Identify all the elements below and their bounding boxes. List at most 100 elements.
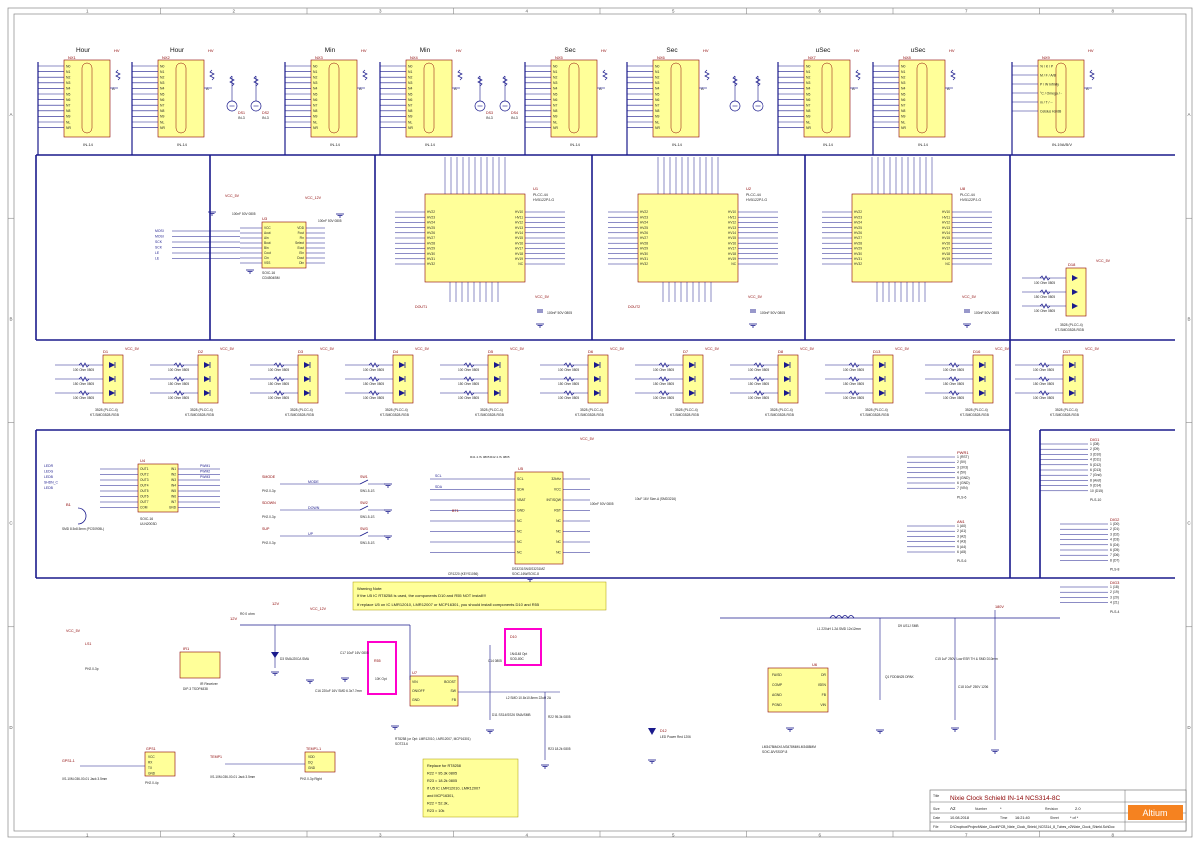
- ground-symbol: [541, 764, 549, 769]
- note-line: If the U5 IC RT8258 is used, the compone…: [357, 593, 486, 598]
- tube-pin-label: NL: [313, 120, 317, 124]
- tube-glass: [328, 62, 340, 134]
- tube-ref: NX8: [903, 55, 912, 60]
- tube-body: [1037, 59, 1085, 138]
- u3-part: CD4504BM: [262, 276, 280, 280]
- driver-pin-label: HV18: [515, 252, 523, 256]
- header-type: PLS-8: [1110, 568, 1120, 572]
- driver-u2: U2PLCC-44HV5122PJ-GHV22HV23HV24HV25HV26H…: [608, 157, 785, 328]
- u3-pin: Ein: [299, 251, 304, 255]
- button-type: SW1.5-1S: [360, 515, 375, 519]
- resistor-symbol: [209, 69, 215, 81]
- temp-conn: TEMP1-1: [306, 747, 321, 751]
- tube-pin-label: NL: [408, 120, 412, 124]
- header-pin: 1 (RST): [957, 455, 969, 459]
- resistor: [948, 390, 960, 396]
- tube-pin-label: N4: [313, 87, 317, 91]
- resistor: [704, 69, 710, 81]
- capacitor: [750, 309, 756, 313]
- resistor: [209, 69, 215, 81]
- tube-pin-label: N6: [313, 98, 317, 102]
- resistor-symbol: [368, 362, 380, 368]
- switch-lever: [359, 531, 369, 537]
- tube-pin-label: NR: [553, 126, 558, 130]
- led-res: 100 Ohm 0805: [843, 396, 864, 400]
- resistor: [502, 75, 508, 87]
- boost-inductor: L1 220uH 1.2A SMD 12x12mm: [817, 627, 861, 631]
- led-ref: D3: [298, 349, 304, 354]
- lamp-ref: DS2: [262, 111, 269, 115]
- led-ref: D16: [973, 349, 981, 354]
- led-ref: D4: [393, 349, 399, 354]
- ground-symbol: [786, 727, 794, 732]
- led-pkg: 3528 (PLCC-4): [95, 408, 118, 412]
- led-res: 100 Ohm 0805: [558, 396, 579, 400]
- button-conn: SMODE: [262, 475, 276, 479]
- driver-pin-label: HV32: [427, 262, 435, 266]
- gps-pin: VCC: [148, 755, 155, 759]
- tube-ref: NX1: [68, 55, 77, 60]
- temp-pin: DQ: [308, 761, 313, 765]
- u7-pin: FB: [452, 698, 457, 702]
- header-pin: 3 (A2): [957, 534, 966, 538]
- rtc-pin: RST: [554, 509, 561, 513]
- driver-pin-label: HV26: [854, 231, 862, 235]
- u3-cap2: 100nF 50V 0805: [318, 219, 342, 223]
- tb-label: File: [933, 825, 939, 829]
- tube-anode-label: A: [947, 86, 950, 91]
- driver-pkg: PLCC-44: [533, 193, 548, 197]
- header-pin: 10 (D15): [1090, 489, 1103, 493]
- u3-net: LE: [155, 251, 160, 255]
- u6-pin: VIN: [820, 703, 826, 707]
- u6-pin: AGND: [772, 693, 782, 697]
- driver-pin-label: HV27: [427, 236, 435, 240]
- temp-pin: VDD: [308, 755, 315, 759]
- u7-pkg: SOT23-6: [395, 742, 408, 746]
- tube-glass: [568, 62, 580, 134]
- resistor: [1039, 303, 1051, 309]
- rtc-u5: U5SCLSDAVBATGNDNCNCNCNC32kHzVCCINT/SQWRS…: [430, 437, 676, 582]
- led-res: 100 Ohm 0805: [268, 396, 289, 400]
- ground-symbol: [991, 749, 999, 754]
- driver-pin-label: HV13: [728, 226, 736, 230]
- resistor: [368, 376, 380, 382]
- frame-row-label: C: [1187, 521, 1191, 526]
- u4-pin: IN3: [171, 478, 176, 482]
- tube-glass: [81, 62, 93, 134]
- bus-wires: [35, 154, 1175, 579]
- u4-part: ULN2003D: [140, 522, 157, 526]
- resistor: [1039, 275, 1051, 281]
- driver-pin-label: HV12: [515, 221, 523, 225]
- boost-diode: D9 US1J SMB: [898, 624, 919, 628]
- note-line: Replace for RT8258: [427, 764, 461, 768]
- tube-pin-label: N5: [408, 92, 412, 96]
- resistor-symbol: [753, 362, 765, 368]
- driver-ref: U2: [746, 186, 752, 191]
- driver-pin-label: HV16: [728, 241, 736, 245]
- header-ref: PWR1: [957, 450, 969, 455]
- boost-cap-hv: C15 1uF 250V Low ESR TH & SMD D10mm: [935, 657, 998, 661]
- led-diode: [1072, 303, 1078, 309]
- u3-pin: Select: [295, 241, 304, 245]
- tube-pin-label: °C / Omega / -: [1040, 91, 1062, 95]
- driver-pin-label: HV16: [942, 241, 950, 245]
- resistor: [855, 69, 861, 81]
- led-diode: [979, 390, 985, 396]
- driver-pin-label: HV30: [854, 252, 862, 256]
- tube-pin-label: N8: [806, 109, 810, 113]
- led-vcc: VCC_5V: [320, 347, 335, 351]
- tube-anode-label: A: [599, 86, 602, 91]
- driver-pin-label: HV17: [515, 247, 523, 251]
- d10-ref: D10: [510, 635, 517, 639]
- tube-pin-label: N8: [901, 109, 905, 113]
- driver-u8: U8PLCC-44HV5122PJ-GHV22HV23HV24HV25HV26H…: [822, 157, 999, 328]
- tube-pin-label: N2: [901, 76, 905, 80]
- u4-pin: OUT6: [140, 495, 149, 499]
- tube-pin-label: N1: [901, 70, 905, 74]
- resistor: [368, 362, 380, 368]
- u3-pin: Fin: [300, 236, 305, 240]
